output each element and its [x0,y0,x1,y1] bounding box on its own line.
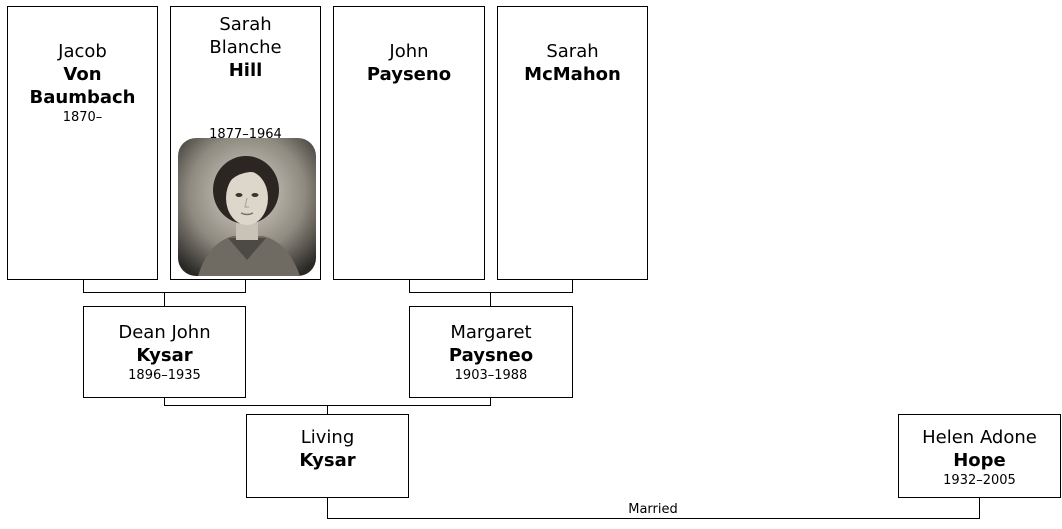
connector-dean [164,397,165,405]
surname: Baumbach [29,87,136,108]
person-box-dean-john-kysar[interactable]: Dean John Kysar 1896–1935 [83,306,246,398]
given-name: Living [300,427,355,448]
connector-to-margaret [490,292,491,306]
given-name: John [389,41,429,62]
person-box-sarah-mcmahon[interactable]: Sarah McMahon [497,6,648,280]
given-name: Sarah [546,41,599,62]
connector-margaret [490,397,491,405]
surname: Kysar [299,450,356,471]
person-box-margaret-paysneo[interactable]: Margaret Paysneo 1903–1988 [409,306,573,398]
given-name: Margaret [450,322,532,343]
given-name: Blanche [209,37,282,58]
portrait-photo-icon [178,138,316,276]
person-box-helen-adone-hope[interactable]: Helen Adone Hope 1932–2005 [898,414,1061,498]
given-name: Helen Adone [922,427,1037,448]
connector-living-married [327,497,328,519]
surname: Kysar [136,345,193,366]
person-box-john-payseno[interactable]: John Payseno [333,6,485,280]
surname: Hill [228,60,263,81]
life-dates: 1903–1988 [454,368,528,383]
person-box-sarah-blanche-hill[interactable]: Sarah Blanche Hill 1877–1964 [170,6,321,280]
connector-john [409,279,410,292]
connector-to-dean [164,292,165,306]
person-box-jacob-von-baumbach[interactable]: Jacob Von Baumbach 1870– [7,6,158,280]
given-name: Dean John [118,322,211,343]
person-box-living-kysar[interactable]: Living Kysar [246,414,409,498]
connector-helen-married [979,497,980,519]
connector-to-living [327,405,328,414]
surname: McMahon [524,64,621,85]
surname: Paysneo [448,345,534,366]
surname: Payseno [366,64,452,85]
given-name: Sarah [219,14,272,35]
connector-sarah-hill [245,279,246,292]
surname: Hope [953,450,1006,471]
life-dates: 1896–1935 [128,368,201,383]
married-line [327,518,980,519]
married-label: Married [628,502,678,517]
life-dates: 1932–2005 [943,473,1016,488]
surname: Von [63,64,102,85]
connector-jacob [83,279,84,292]
given-name: Jacob [58,41,107,62]
life-dates: 1870– [62,110,103,125]
connector-couple-2 [409,292,573,293]
connector-sarah-mcmahon [572,279,573,292]
